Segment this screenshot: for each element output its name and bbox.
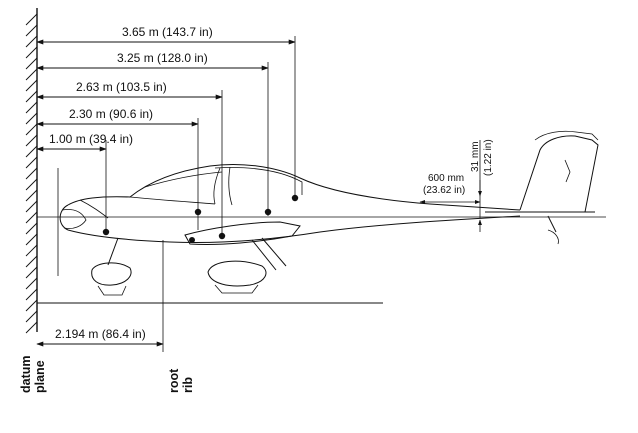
hatch-stroke: [25, 101, 38, 114]
datum-label-line2: plane: [33, 360, 47, 393]
root-rib-dimension-label: 2.194 m (86.4 in): [55, 327, 146, 341]
datum-label-line1: datum: [19, 356, 33, 394]
hatch-stroke: [25, 189, 38, 202]
hatch-stroke: [25, 211, 38, 224]
datum-plane-wall: [25, 8, 38, 334]
station-lines: [57, 36, 481, 352]
tail-vertical-in: (1.22 in): [483, 139, 494, 176]
wall-hatching: [25, 13, 38, 334]
hatch-stroke: [25, 145, 38, 158]
root-label-line1: root: [167, 368, 181, 393]
hatch-stroke: [25, 277, 38, 290]
hatch-stroke: [25, 299, 38, 312]
aircraft-outline: [59, 130, 599, 296]
dimension-label-2: 3.25 m (128.0 in): [117, 51, 208, 65]
hatch-stroke: [25, 200, 38, 213]
hatch-stroke: [25, 178, 38, 191]
root-label-line2: rib: [181, 377, 195, 393]
hatch-stroke: [25, 13, 38, 26]
hatch-stroke: [25, 321, 38, 334]
hatch-stroke: [25, 222, 38, 235]
hatch-stroke: [25, 288, 38, 301]
tail-horizontal-in: (23.62 in): [423, 185, 465, 196]
dimension-label-5: 1.00 m (39.4 in): [49, 132, 133, 146]
dimension-arrows: [36, 39, 296, 347]
hatch-stroke: [25, 310, 38, 323]
hatch-stroke: [25, 244, 38, 257]
tail-vertical-mm: 31 mm: [470, 141, 481, 172]
station-points: [102, 194, 299, 243]
hatch-stroke: [25, 123, 38, 136]
hatch-stroke: [25, 134, 38, 147]
dimension-label-3: 2.63 m (103.5 in): [76, 80, 167, 94]
tail-dimensions: [419, 180, 482, 232]
hatch-stroke: [25, 233, 38, 246]
hatch-stroke: [25, 255, 38, 268]
hatch-stroke: [25, 167, 38, 180]
tail-horizontal-mm: 600 mm: [428, 173, 464, 184]
hatch-stroke: [25, 24, 38, 37]
dimension-label-1: 3.65 m (143.7 in): [122, 25, 213, 39]
hatch-stroke: [25, 57, 38, 70]
hatch-stroke: [25, 46, 38, 59]
hatch-stroke: [25, 112, 38, 125]
hatch-stroke: [25, 266, 38, 279]
dimension-label-4: 2.30 m (90.6 in): [69, 107, 153, 121]
hatch-stroke: [25, 68, 38, 81]
hatch-stroke: [25, 90, 38, 103]
hatch-stroke: [25, 79, 38, 92]
hatch-stroke: [25, 35, 38, 48]
hatch-stroke: [25, 156, 38, 169]
